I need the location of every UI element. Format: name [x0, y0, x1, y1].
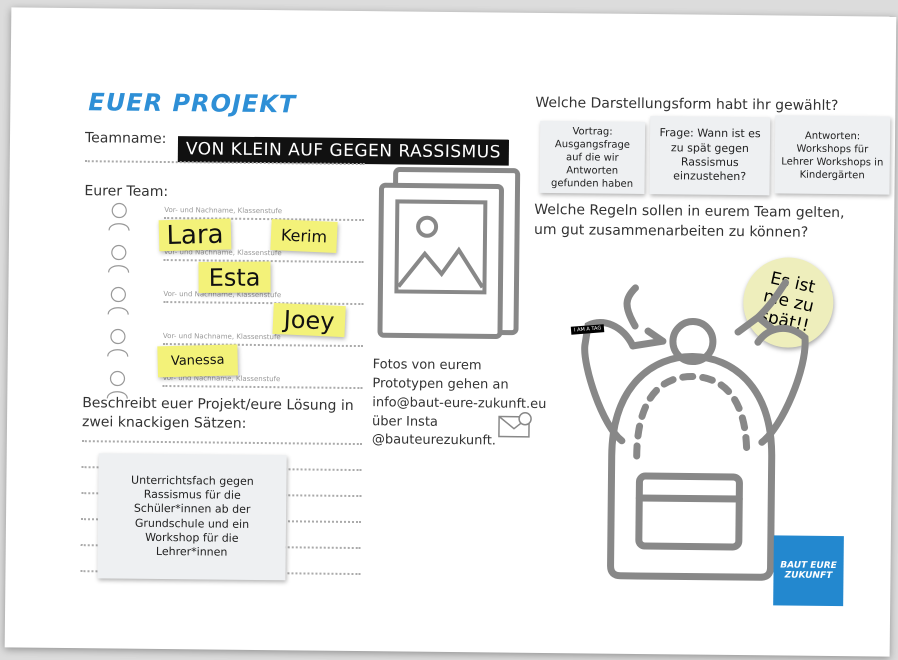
person-icon [107, 286, 129, 315]
worksheet: EUER PROJEKT Teamname: VON KLEIN AUF GEG… [4, 7, 897, 657]
person-icon [108, 244, 130, 273]
description-card: Unterrichtsfach gegen Rassismus für die … [97, 453, 287, 581]
team-label: Eurer Team: [84, 183, 169, 201]
teamname-label: Teamname: [84, 130, 167, 148]
describe-label: Beschreibt euer Projekt/eure Lösung in z… [81, 395, 354, 432]
person-icon [106, 370, 128, 399]
rules-question: Welche Regeln sollen in eurem Team gelte… [533, 201, 845, 241]
person-icon [107, 328, 129, 357]
sticky-note: Lara [158, 218, 232, 252]
page-title: EUER PROJEKT [88, 88, 297, 119]
sticky-note: Vanessa [157, 344, 239, 378]
line-label: Vor- und Nachname, Klassenstufe [162, 331, 281, 342]
form-card: Antworten: Workshops für Lehrer Workshop… [774, 115, 891, 195]
backpack-icon [581, 279, 809, 581]
sticky-note: Kerim [270, 218, 338, 253]
sticky-note: Joey [272, 302, 346, 338]
form-card: Frage: Wann ist es zu spät gegen Rassism… [649, 116, 771, 196]
sticky-note: Esta [198, 261, 271, 293]
mail-icon [498, 412, 532, 438]
name-line[interactable] [162, 384, 363, 390]
photo-icon [377, 166, 521, 339]
person-icon [108, 202, 130, 231]
form-question: Welche Darstellungsform habt ihr gewählt… [535, 94, 839, 115]
name-line[interactable] [163, 300, 364, 306]
form-card: Vortrag: Ausgangsfrage auf die wir Antwo… [539, 120, 646, 195]
logo: BAUT EURE ZUKUNFT [773, 535, 844, 607]
line-label: Vor- und Nachname, Klassenstufe [164, 205, 283, 216]
